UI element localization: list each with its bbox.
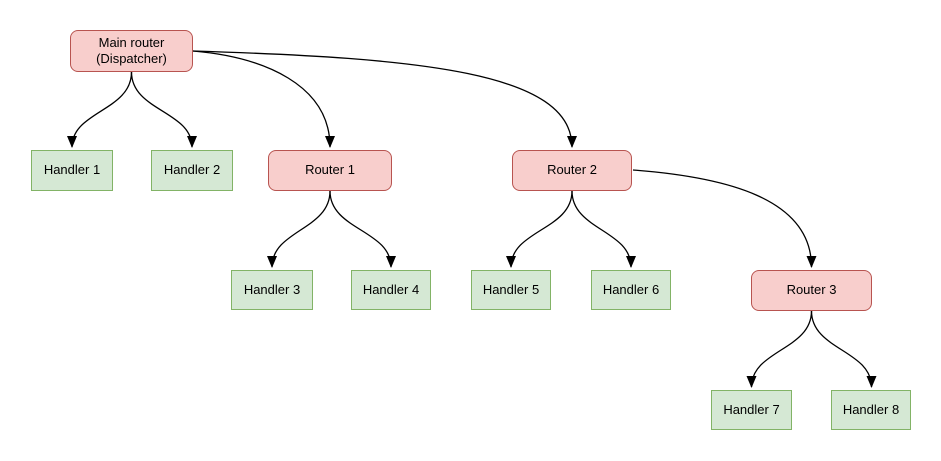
node-handler-2: Handler 2	[151, 150, 233, 191]
edge-router-1-to-handler-4	[329, 190, 396, 268]
node-handler-3: Handler 3	[231, 270, 313, 310]
edge-router-2-to-router-3	[632, 169, 817, 268]
node-router-3: Router 3	[751, 270, 872, 311]
edge-main-router-to-handler-1	[67, 71, 133, 148]
edge-main-router-to-router-1	[192, 50, 335, 148]
node-handler-6: Handler 6	[591, 270, 671, 310]
node-handler-4: Handler 4	[351, 270, 431, 310]
edge-main-router-to-router-2	[192, 50, 577, 148]
edge-main-router-to-handler-2	[130, 71, 197, 148]
edge-router-2-to-handler-5	[506, 190, 573, 268]
node-handler-1: Handler 1	[31, 150, 113, 191]
edge-router-2-to-handler-6	[571, 190, 636, 268]
node-router-1: Router 1	[268, 150, 392, 191]
edge-router-3-to-handler-8	[810, 310, 877, 388]
node-handler-5: Handler 5	[471, 270, 551, 310]
node-main-router: Main router (Dispatcher)	[70, 30, 193, 72]
edge-router-3-to-handler-7	[746, 310, 813, 388]
node-router-2: Router 2	[512, 150, 632, 191]
node-handler-8: Handler 8	[831, 390, 911, 430]
node-handler-7: Handler 7	[711, 390, 792, 430]
edge-router-1-to-handler-3	[267, 190, 331, 268]
